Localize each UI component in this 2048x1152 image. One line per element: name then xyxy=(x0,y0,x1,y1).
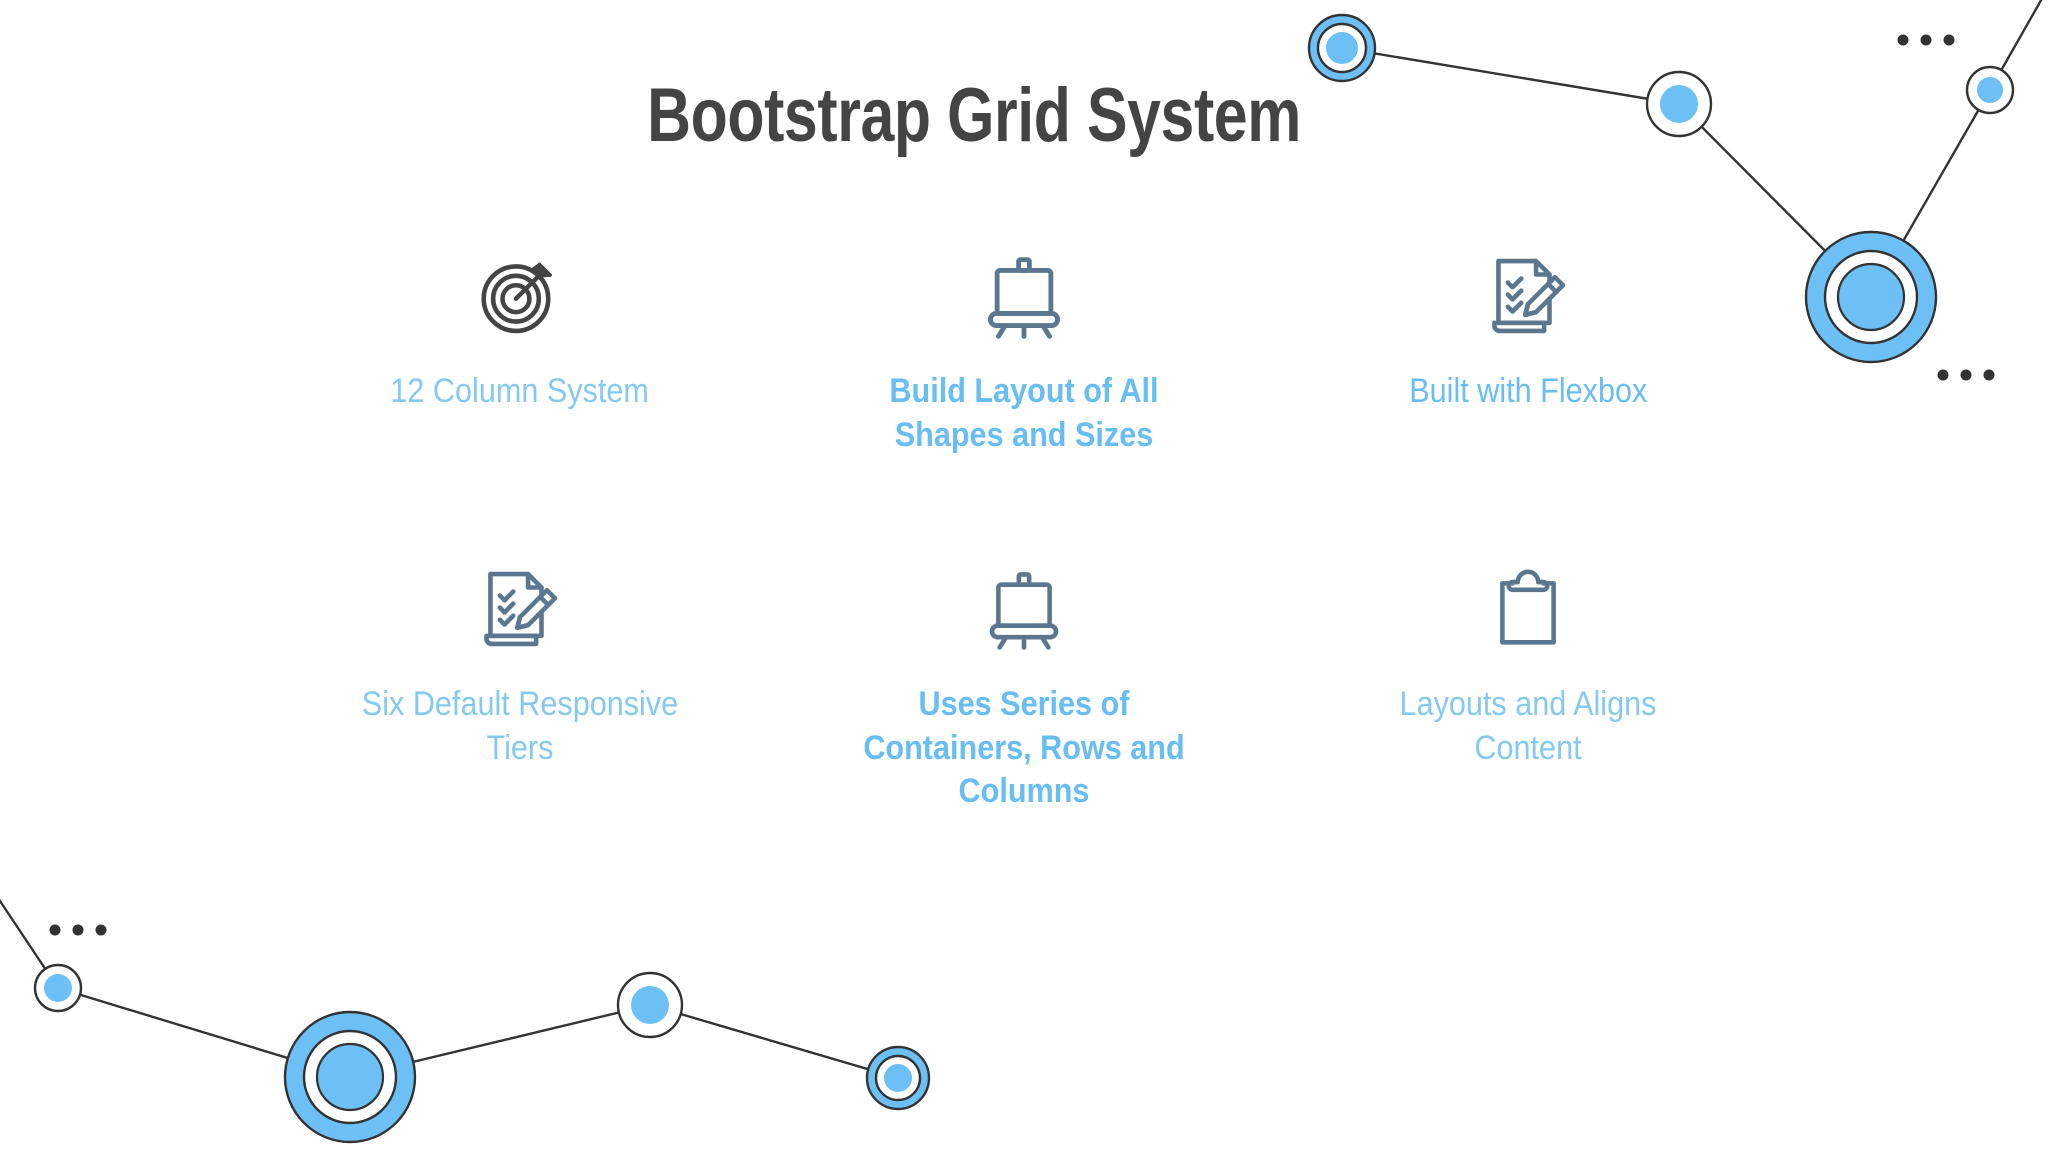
feature-row-1: 12 Column System Build Layout of All Sha… xyxy=(268,248,1780,457)
easel-icon xyxy=(981,248,1067,344)
node-bl-tiny xyxy=(33,963,83,1013)
checklist-pencil-icon xyxy=(1485,248,1571,344)
feature-label: Six Default Responsive Tiers xyxy=(361,685,679,767)
dots-bottom-left xyxy=(49,924,107,936)
line-tr-4 xyxy=(1988,0,2043,91)
feature-cell-six-default-tiers[interactable]: Six Default Responsive Tiers xyxy=(268,561,772,770)
line-bl-0 xyxy=(0,898,59,989)
feature-cell-build-layout[interactable]: Build Layout of All Shapes and Sizes xyxy=(772,248,1276,457)
checklist-pencil-icon xyxy=(477,561,563,657)
line-tr-3 xyxy=(1869,89,1992,298)
easel-icon xyxy=(983,561,1065,657)
feature-label: Built with Flexbox xyxy=(1408,372,1648,410)
node-tr-tiny-right xyxy=(1965,65,2015,115)
network-lines-bottom-left xyxy=(0,898,899,1080)
clipboard-icon xyxy=(1487,561,1569,657)
feature-label: Uses Series of Containers, Rows and Colu… xyxy=(863,685,1185,811)
line-bl-3 xyxy=(649,1003,899,1080)
feature-label: Layouts and Aligns Content xyxy=(1399,685,1657,767)
feature-grid: 12 Column System Build Layout of All Sha… xyxy=(268,248,1780,814)
line-bl-2 xyxy=(349,1003,651,1079)
feature-cell-layouts-aligns-content[interactable]: Layouts and Aligns Content xyxy=(1276,561,1780,770)
dots-mid-right xyxy=(1937,369,1995,381)
node-tr-large xyxy=(1804,230,1938,364)
feature-cell-uses-series-containers[interactable]: Uses Series of Containers, Rows and Colu… xyxy=(772,561,1276,814)
page-title: Bootstrap Grid System xyxy=(647,73,1301,158)
node-tr-medium-left xyxy=(1307,13,1377,83)
target-arrow-icon xyxy=(477,248,563,344)
feature-cell-built-with-flexbox[interactable]: Built with Flexbox xyxy=(1276,248,1780,414)
feature-cell-12-column-system[interactable]: 12 Column System xyxy=(268,248,772,414)
node-bl-large xyxy=(283,1010,417,1144)
dots-top-right xyxy=(1897,34,1955,46)
feature-label: 12 Column System xyxy=(390,372,650,410)
feature-row-2: Six Default Responsive Tiers Uses Series… xyxy=(268,561,1780,814)
node-bl-small-mid xyxy=(616,971,684,1039)
feature-label: Build Layout of All Shapes and Sizes xyxy=(889,372,1159,454)
node-bl-medium-right xyxy=(865,1045,931,1111)
line-bl-1 xyxy=(57,986,351,1079)
